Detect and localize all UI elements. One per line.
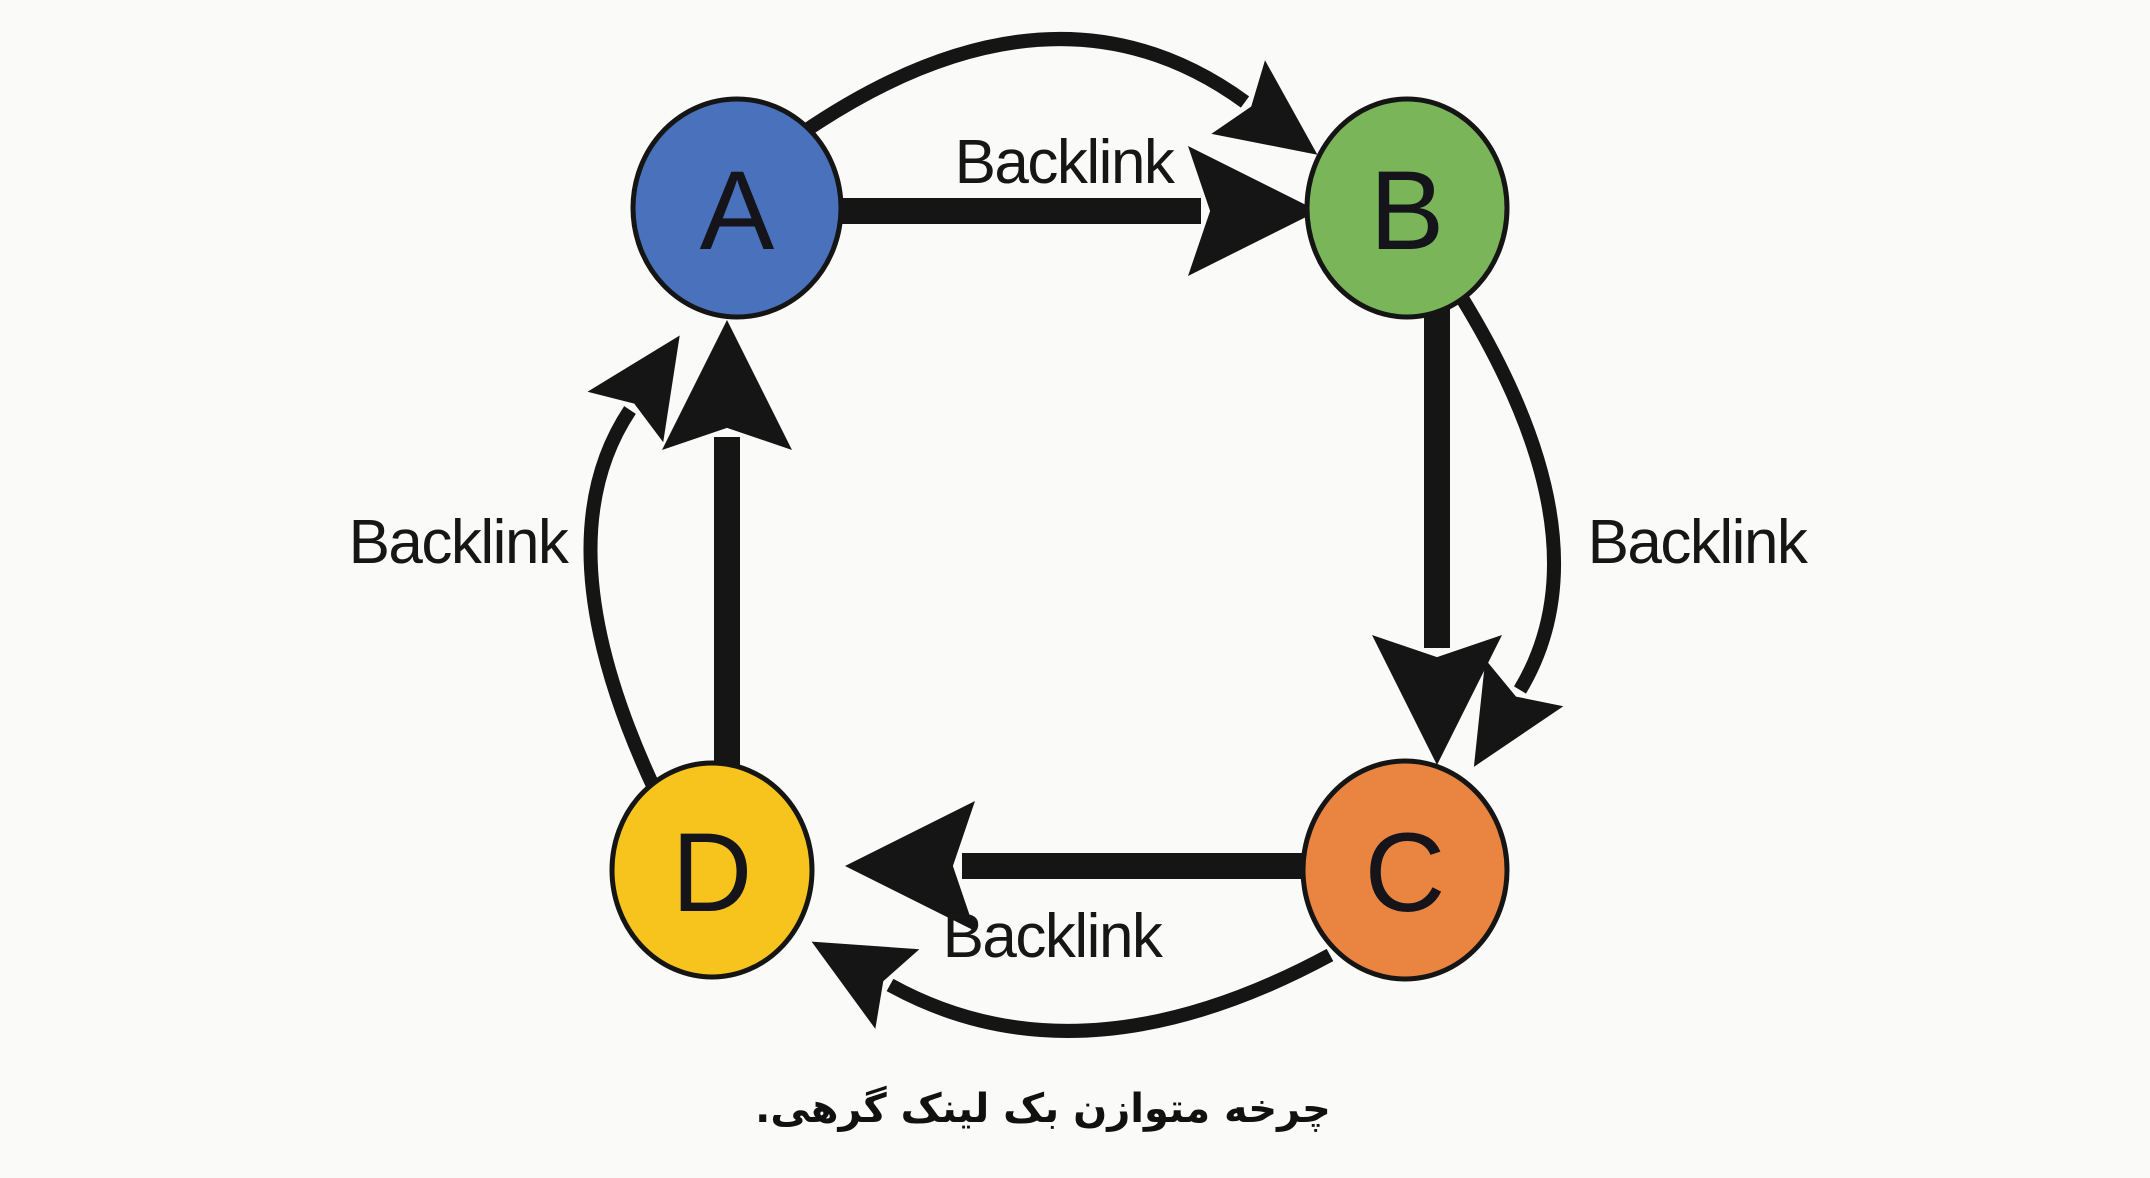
curved-arrow-d-to-a bbox=[583, 335, 680, 793]
edge-label-b-to-c: Backlink bbox=[1588, 508, 1809, 577]
edge-labels-layer: Backlink Backlink Backlink Backlink bbox=[349, 128, 1811, 971]
node-a-circle bbox=[630, 96, 844, 320]
edge-label-a-to-b: Backlink bbox=[955, 128, 1176, 197]
node-d-label: D bbox=[672, 810, 753, 935]
curved-arrow-a-to-b bbox=[790, 32, 1318, 155]
node-a-label: A bbox=[700, 148, 775, 273]
curved-arrow-b-to-c bbox=[1456, 294, 1564, 767]
node-b-circle bbox=[1304, 96, 1510, 320]
node-c-circle bbox=[1300, 758, 1510, 982]
caption-text: چرخه متوازن بک لینک گرهی. bbox=[755, 1085, 1331, 1132]
edge-label-d-to-a: Backlink bbox=[349, 508, 570, 577]
straight-arrows-layer bbox=[662, 146, 1502, 931]
edge-label-c-to-d: Backlink bbox=[943, 902, 1164, 971]
node-b-label: B bbox=[1370, 148, 1445, 273]
node-d-circle bbox=[609, 760, 815, 980]
curved-arrows-layer bbox=[583, 32, 1564, 1038]
nodes-layer: A B C D bbox=[609, 96, 1510, 982]
curved-arrow-c-to-d bbox=[811, 941, 1334, 1038]
node-c-label: C bbox=[1365, 810, 1446, 935]
